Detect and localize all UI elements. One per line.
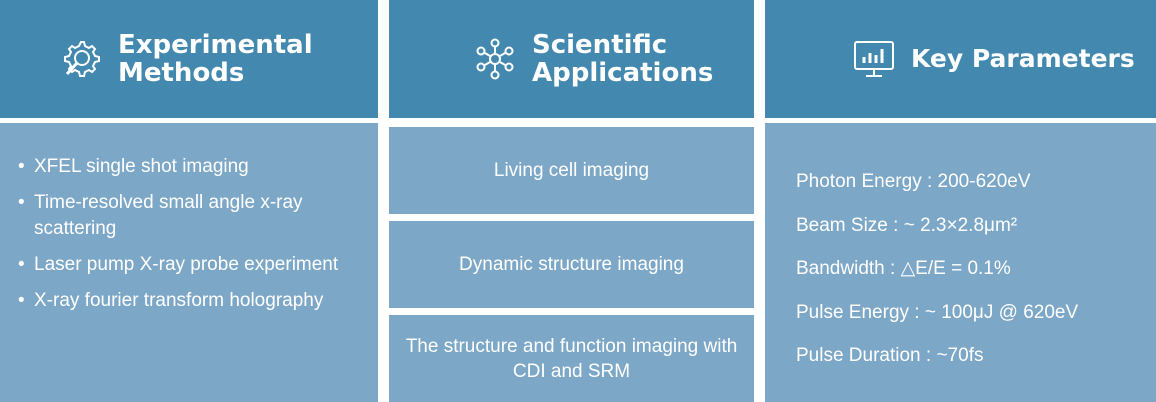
parameters-body: Photon Energy : 200-620eV Beam Size : ~ …: [765, 123, 1156, 402]
list-item: Laser pump X-ray probe experiment: [18, 252, 368, 278]
application-label: Living cell imaging: [493, 160, 650, 181]
methods-column: Experimental Methods XFEL single shot im…: [0, 0, 378, 402]
parameters-header: Key Parameters: [765, 0, 1156, 118]
application-item-cdi-srm: The structure and function imaging with …: [389, 315, 754, 402]
applications-header: Scientific Applications: [389, 0, 754, 118]
application-item-living-cell: Living cell imaging: [389, 127, 754, 214]
monitor-chart-icon: [854, 41, 894, 77]
parameters-list: Photon Energy : 200-620eV Beam Size : ~ …: [796, 169, 1078, 387]
applications-title-line1: Scientific: [532, 30, 668, 60]
gear-search-icon: [64, 41, 100, 77]
list-item: XFEL single shot imaging: [18, 154, 368, 180]
methods-body: XFEL single shot imaging Time-resolved s…: [0, 123, 378, 402]
methods-title-line2: Methods: [118, 58, 245, 88]
application-label: The structure and function imaging with …: [405, 335, 738, 382]
parameters-title: Key Parameters: [911, 44, 1135, 73]
applications-title-line2: Applications: [532, 58, 714, 88]
applications-title: Scientific Applications: [532, 31, 713, 87]
parameter-beam-size: Beam Size : ~ 2.3×2.8μm²: [796, 214, 1018, 236]
parameter-bandwidth: Bandwidth : △E/E = 0.1%: [796, 258, 1011, 279]
molecule-icon: [476, 38, 514, 80]
list-item: X-ray fourier transform holography: [18, 288, 368, 314]
applications-column: Scientific Applications Living cell imag…: [389, 0, 754, 402]
parameter-pulse-duration: Pulse Duration : ~70fs: [796, 345, 984, 366]
application-label: Dynamic structure imaging: [459, 254, 684, 275]
parameter-pulse-energy: Pulse Energy : ~ 100μJ @ 620eV: [796, 301, 1079, 323]
application-item-dynamic-structure: Dynamic structure imaging: [389, 221, 754, 308]
methods-header: Experimental Methods: [0, 0, 378, 118]
methods-title-line1: Experimental: [118, 30, 313, 60]
parameters-column: Key Parameters Photon Energy : 200-620eV…: [765, 0, 1156, 402]
methods-title: Experimental Methods: [118, 31, 313, 87]
methods-list: XFEL single shot imaging Time-resolved s…: [0, 123, 378, 314]
list-item: Time-resolved small angle x-ray scatteri…: [18, 190, 368, 242]
parameter-photon-energy: Photon Energy : 200-620eV: [796, 171, 1031, 192]
